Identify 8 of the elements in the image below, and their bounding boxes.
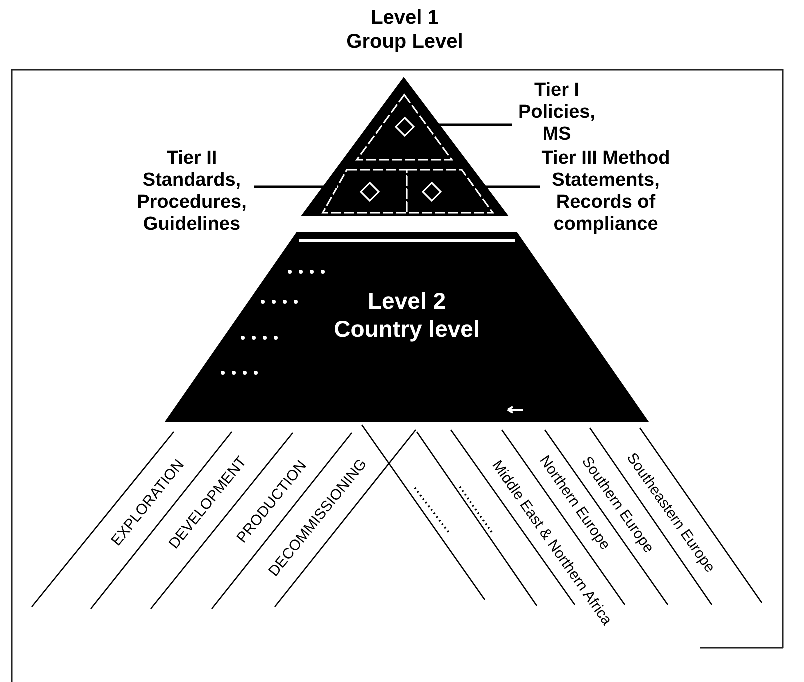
leader-line bbox=[474, 186, 540, 188]
leader-line bbox=[254, 186, 338, 188]
tier-label: Tier III Method Statements, Records of compliance bbox=[540, 148, 672, 236]
level-heading: Level 2 Country level bbox=[333, 288, 481, 344]
level-heading: Level 1 Group Level bbox=[346, 6, 464, 54]
tier-label: Tier I Policies, MS bbox=[512, 80, 602, 146]
leader-line bbox=[426, 124, 512, 126]
tier-label: Tier II Standards, Procedures, Guidelines bbox=[130, 148, 254, 236]
